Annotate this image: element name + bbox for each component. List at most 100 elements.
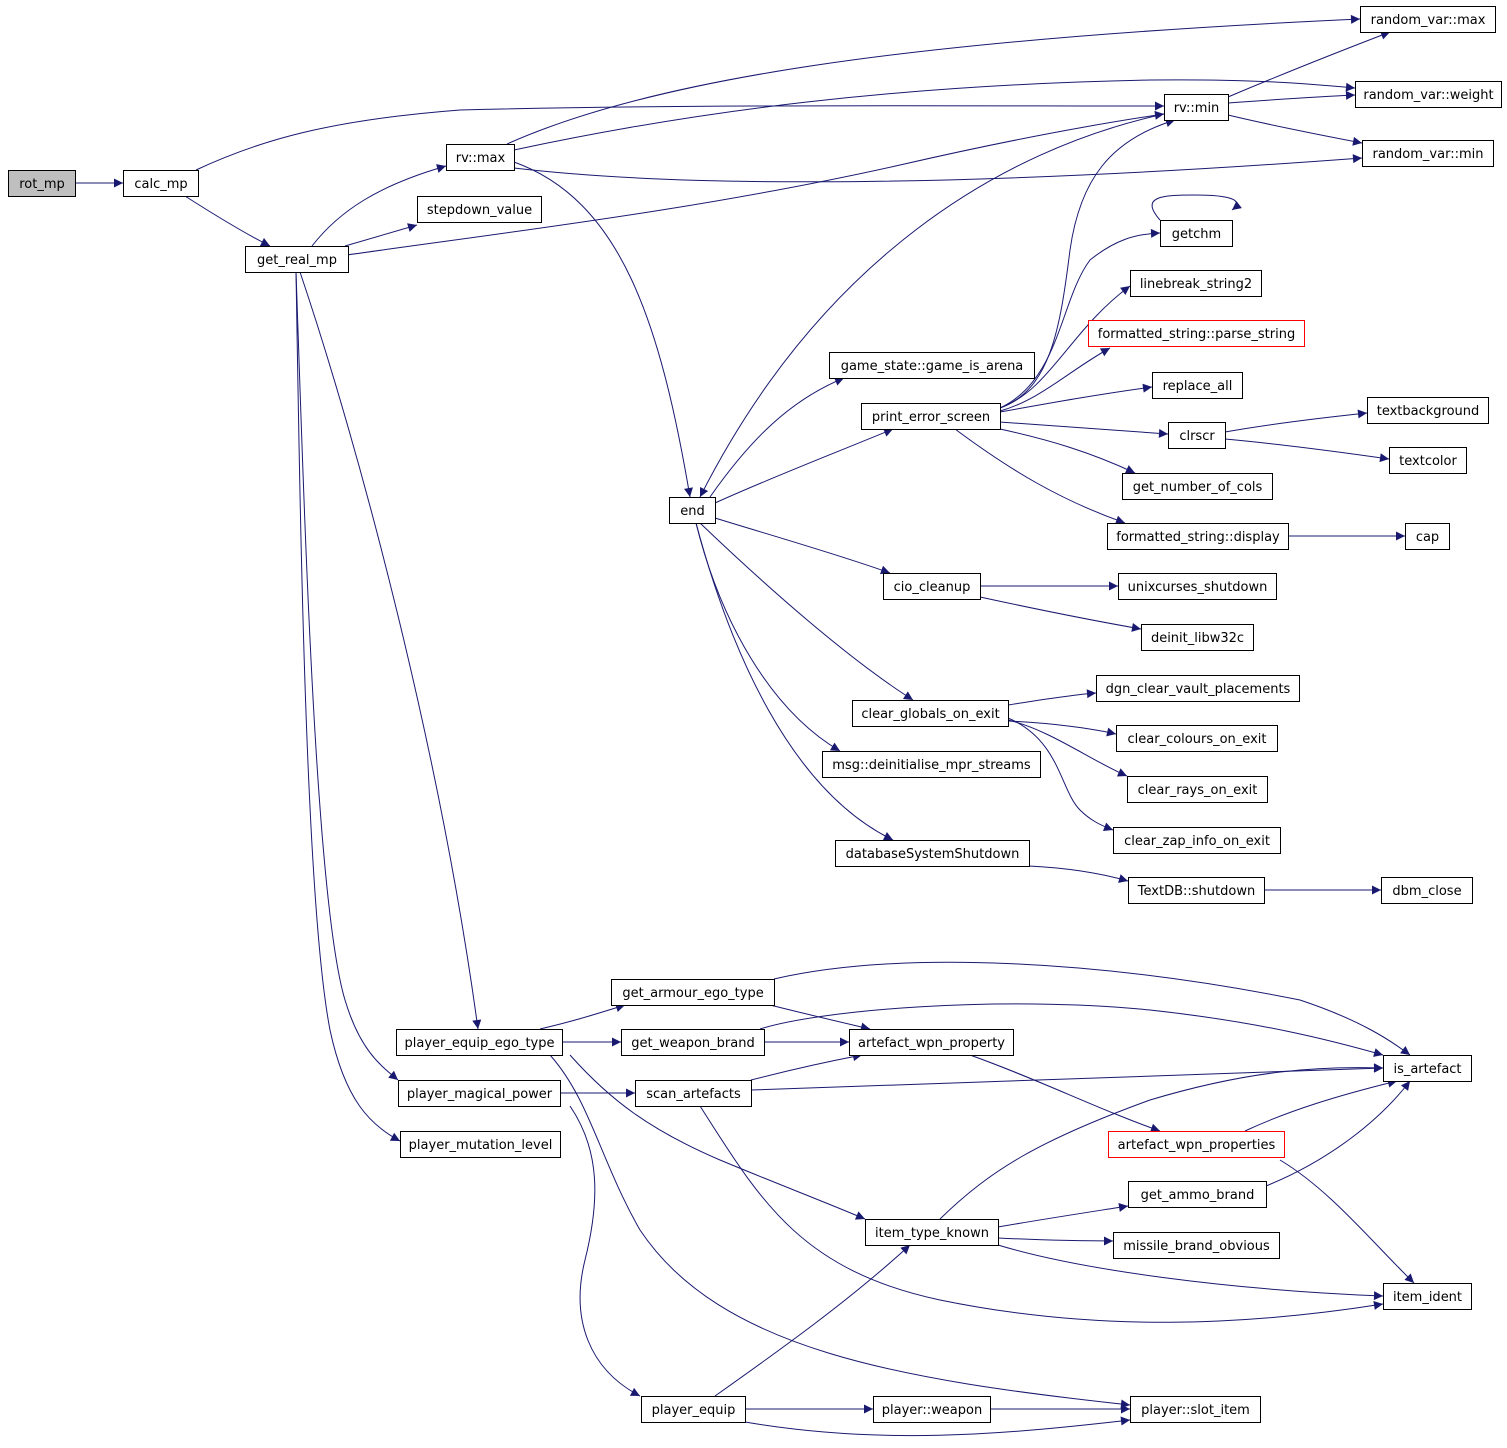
node-deinit-libw32c[interactable]: deinit_libw32c [1141,624,1254,651]
node-get-number-of-cols[interactable]: get_number_of_cols [1122,473,1273,500]
edge-arrow [714,428,894,504]
node-item-type-known[interactable]: item_type_known [865,1219,999,1246]
edge-arrow [539,1003,626,1030]
node-rv-max[interactable]: rv::max [446,144,515,171]
edge-arrow [1227,114,1363,146]
node-player-equip[interactable]: player_equip [641,1396,746,1423]
edge-print_error_screen-to-clrscr [999,421,1169,438]
node-player-equip-ego-type[interactable]: player_equip_ego_type [396,1029,563,1056]
edge-arrow [750,1052,863,1081]
edge-print_error_screen-to-linebreak_string2 [999,285,1131,409]
node-is-artefact[interactable]: is_artefact [1383,1055,1472,1082]
node-print-error-screen[interactable]: print_error_screen [861,403,1001,430]
node-dbm-close[interactable]: dbm_close [1381,877,1473,904]
edge-print_error_screen-to-getchm [999,228,1161,409]
node-linebreak-string2[interactable]: linebreak_string2 [1130,270,1262,297]
node-box [1141,624,1254,651]
node-box [1118,573,1277,600]
node-get-armour-ego-type[interactable]: get_armour_ego_type [611,979,775,1006]
node-player-mutation-level[interactable]: player_mutation_level [400,1131,561,1158]
node-missile-brand-obvious[interactable]: missile_brand_obvious [1113,1232,1280,1259]
node-box [1383,1055,1472,1082]
node-label: player_mutation_level [409,1138,553,1153]
node-get-real-mp[interactable]: get_real_mp [245,246,349,273]
edge-getchm-to-getchm [1151,194,1242,221]
node-clear-globals-on-exit[interactable]: clear_globals_on_exit [852,700,1009,727]
node-box [1360,6,1496,33]
node-clrscr[interactable]: clrscr [1168,422,1226,449]
node-textdb-shutdown[interactable]: TextDB::shutdown [1128,877,1265,904]
edge-clrscr-to-textbackground [1224,409,1368,433]
edge-calc_mp-to-get_real_mp [184,195,271,247]
edge-end-to-print_error_screen [714,428,894,504]
node-rv-min[interactable]: rv::min [1164,94,1229,121]
node-get-ammo-brand[interactable]: get_ammo_brand [1128,1181,1267,1208]
node-getchm[interactable]: getchm [1160,220,1233,247]
node-cap[interactable]: cap [1405,523,1450,550]
node-clear-rays-on-exit[interactable]: clear_rays_on_exit [1127,776,1268,803]
node-get-weapon-brand[interactable]: get_weapon_brand [621,1029,765,1056]
node-random-var-min[interactable]: random_var::min [1362,140,1494,167]
node-box [849,1029,1014,1056]
node-box [1168,422,1226,449]
node-box [611,979,775,1006]
node-label: print_error_screen [872,410,990,425]
node-random-var-weight[interactable]: random_var::weight [1355,81,1502,108]
node-box [621,1029,765,1056]
node-box [865,1219,999,1246]
edge-arrow [695,522,841,752]
edge-arrow [513,161,693,498]
node-databaseSystemShutdown[interactable]: databaseSystemShutdown [835,840,1030,867]
node-player-slot-item[interactable]: player::slot_item [1130,1396,1261,1423]
edge-arrow [699,522,914,701]
edge-arrow [1224,409,1368,433]
node-artefact-wpn-property[interactable]: artefact_wpn_property [849,1029,1014,1056]
node-calc-mp[interactable]: calc_mp [123,170,199,197]
node-unixcurses-shutdown[interactable]: unixcurses_shutdown [1118,573,1277,600]
node-fs-display[interactable]: formatted_string::display [1107,523,1289,550]
edge-arrow [979,596,1142,632]
node-cio-cleanup[interactable]: cio_cleanup [883,573,981,600]
node-parse-string[interactable]: formatted_string::parse_string [1088,320,1305,347]
node-textcolor[interactable]: textcolor [1389,447,1467,474]
node-label: random_var::weight [1363,88,1493,103]
edge-rv_max-to-random_var_weight [513,79,1356,151]
node-clear-zap-info-on-exit[interactable]: clear_zap_info_on_exit [1113,827,1281,854]
node-box [822,751,1041,778]
edge-rv_min-to-end [699,113,1165,498]
node-player-weapon[interactable]: player::weapon [873,1396,991,1423]
node-box [1128,1181,1267,1208]
node-label: TextDB::shutdown [1137,884,1255,899]
node-label: cio_cleanup [894,580,971,595]
node-player-magical-power[interactable]: player_magical_power [398,1080,561,1107]
edge-rv_max-to-random_var_min [513,154,1363,183]
node-textbackground[interactable]: textbackground [1367,397,1489,424]
edge-player_magical_power-to-player_equip [569,1105,641,1397]
node-label: rot_mp [19,177,65,192]
node-label: clear_globals_on_exit [861,707,999,722]
node-random-var-max[interactable]: random_var::max [1360,6,1496,33]
node-artefact-wpn-properties[interactable]: artefact_wpn_properties [1108,1131,1285,1158]
node-box [1383,1283,1472,1310]
node-box [1116,725,1278,752]
node-box [669,497,716,524]
node-item-ident[interactable]: item_ident [1383,1283,1472,1310]
edge-arrow [346,110,1165,256]
node-stepdown-value[interactable]: stepdown_value [417,196,542,223]
edge-arrow [311,164,447,247]
node-label: random_var::max [1371,13,1486,28]
node-deinitialise-mpr-streams[interactable]: msg::deinitialise_mpr_streams [822,751,1041,778]
node-scan-artefacts[interactable]: scan_artefacts [635,1080,752,1107]
edge-player_equip_ego_type-to-get_armour_ego_type [539,1003,626,1030]
edge-arrow [295,271,401,1142]
node-clear-colours-on-exit[interactable]: clear_colours_on_exit [1116,725,1278,752]
node-box [1113,1232,1280,1259]
node-replace-all[interactable]: replace_all [1152,372,1243,399]
node-game-is-arena[interactable]: game_state::game_is_arena [829,352,1035,379]
node-rot-mp[interactable]: rot_mp [8,170,76,197]
node-box [852,700,1009,727]
node-dgn-clear-vault-placements[interactable]: dgn_clear_vault_placements [1096,675,1300,702]
node-end[interactable]: end [669,497,716,524]
edge-item_type_known-to-missile_brand_obvious [997,1236,1114,1246]
edge-arrow [195,101,1165,171]
